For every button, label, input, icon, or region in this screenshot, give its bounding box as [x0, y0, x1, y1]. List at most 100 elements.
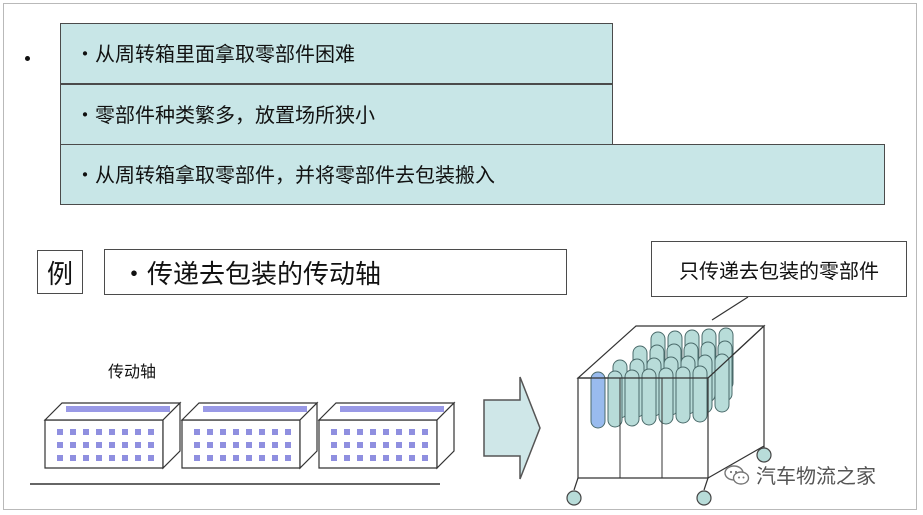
unpacked-part	[714, 353, 730, 413]
transit-box-dot	[285, 442, 291, 448]
transit-box-dot	[70, 455, 76, 461]
transit-box-dot	[148, 442, 154, 448]
transit-box-dot	[233, 455, 239, 461]
transit-box-dot	[344, 429, 350, 435]
transit-box-dot	[272, 429, 278, 435]
transit-box-stripe	[203, 406, 307, 412]
issue-text-1: ・从周转箱里面拿取零部件困难	[75, 41, 355, 66]
issue-box-1: ・从周转箱里面拿取零部件困难	[60, 23, 613, 84]
issue-box-2: ・零部件种类繁多，放置场所狭小	[60, 84, 613, 145]
flow-arrow-shape	[483, 376, 541, 480]
unpacked-part	[658, 367, 674, 425]
transit-box-dot	[83, 442, 89, 448]
transit-box-dot	[148, 429, 154, 435]
example-label: 例	[37, 250, 83, 294]
transit-box-dot	[70, 429, 76, 435]
transit-box-dot	[96, 429, 102, 435]
transit-box-dot	[383, 455, 389, 461]
transit-box-dot	[246, 442, 252, 448]
transit-box-dot	[57, 442, 63, 448]
transit-box-dot	[357, 442, 363, 448]
parts-note: 只传递去包装的零部件	[651, 241, 907, 297]
transit-box-dot	[148, 455, 154, 461]
transit-box-dot	[220, 455, 226, 461]
transit-box-dot	[207, 429, 213, 435]
cart-wheel-1	[566, 490, 582, 506]
issue-box-3: ・从周转箱拿取零部件，并将零部件去包装搬入	[60, 144, 885, 205]
transit-box-dot	[83, 455, 89, 461]
transit-box-dot	[83, 429, 89, 435]
parts-cart	[566, 324, 772, 506]
transit-box-dot	[135, 455, 141, 461]
issue-text-3: ・从周转箱拿取零部件，并将零部件去包装搬入	[75, 162, 495, 187]
transit-box-dot	[57, 455, 63, 461]
transit-box-dot	[220, 429, 226, 435]
transit-box-dot	[409, 429, 415, 435]
transit-box-dot	[285, 429, 291, 435]
transit-box-dot	[331, 429, 337, 435]
transit-box-dot	[396, 429, 402, 435]
unpacked-part	[675, 366, 691, 424]
unpacked-part	[692, 365, 708, 423]
transit-box-dot	[194, 429, 200, 435]
transit-box-dot	[194, 455, 200, 461]
transit-box-dot	[331, 455, 337, 461]
transit-box-dot	[422, 442, 428, 448]
cart-wheel-3	[756, 447, 772, 463]
transit-box-dot	[409, 455, 415, 461]
unpacked-part	[624, 369, 640, 427]
transit-box-dot	[122, 429, 128, 435]
transit-box-dot	[122, 455, 128, 461]
transit-box-dot	[409, 442, 415, 448]
transit-box-dot	[57, 429, 63, 435]
watermark-text: 汽车物流之家	[756, 464, 876, 488]
transit-box-dot	[194, 442, 200, 448]
transit-box-dot	[233, 442, 239, 448]
transit-box-side	[299, 401, 318, 470]
transit-box-dot	[259, 429, 265, 435]
transit-box-dot	[272, 455, 278, 461]
transit-box	[180, 401, 319, 470]
transit-box-stripe	[66, 406, 170, 412]
transit-box	[43, 401, 182, 470]
slide-frame	[3, 3, 917, 510]
transit-box-dot	[233, 429, 239, 435]
transit-box-dot	[207, 442, 213, 448]
transit-box	[317, 401, 456, 470]
transit-box-dot	[70, 442, 76, 448]
transit-box-dot	[357, 429, 363, 435]
transit-box-dot	[109, 455, 115, 461]
transit-box-dot	[259, 442, 265, 448]
transit-box-dot	[122, 442, 128, 448]
example-description: ・传递去包装的传动轴	[104, 249, 567, 295]
transit-box-side	[436, 401, 455, 470]
transit-box-dot	[96, 455, 102, 461]
example-label-text: 例	[46, 259, 73, 290]
example-description-text: ・传递去包装的传动轴	[121, 259, 382, 290]
watermark: 汽车物流之家	[724, 460, 876, 489]
transit-boxes	[43, 401, 456, 470]
transit-box-dot	[272, 442, 278, 448]
transit-box-dot	[344, 442, 350, 448]
cart-wheel-2	[696, 490, 712, 506]
bullet-dot	[25, 56, 30, 61]
unpacked-part	[641, 368, 657, 426]
flow-arrow	[483, 376, 541, 480]
note-pointer	[711, 296, 749, 321]
transit-box-dot	[207, 455, 213, 461]
transit-box-dot	[370, 442, 376, 448]
cart-leg-1	[573, 477, 579, 491]
transit-box-dot	[109, 442, 115, 448]
transit-box-dot	[135, 429, 141, 435]
transit-box-dot	[422, 455, 428, 461]
unpacked-parts	[590, 327, 734, 429]
parts-note-text: 只传递去包装的零部件	[679, 258, 879, 283]
cart-leg-2	[703, 477, 709, 491]
transit-box-dot	[383, 429, 389, 435]
transit-box-dot	[370, 429, 376, 435]
transit-box-dot	[96, 442, 102, 448]
issue-text-2: ・零部件种类繁多，放置场所狭小	[75, 102, 375, 127]
transit-box-dot	[220, 442, 226, 448]
